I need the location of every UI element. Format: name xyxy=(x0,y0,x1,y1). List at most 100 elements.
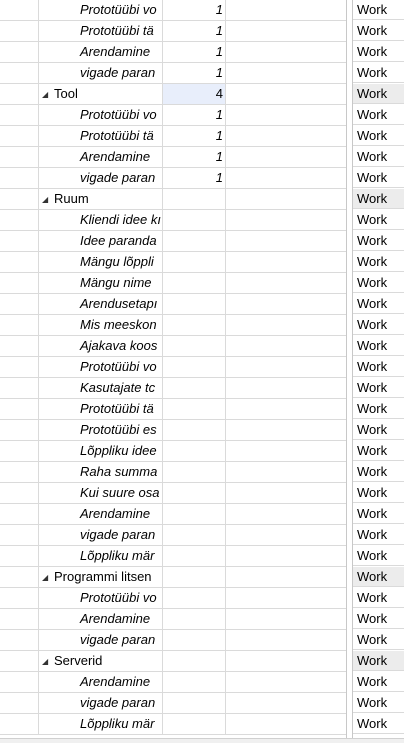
row-header-cell[interactable] xyxy=(0,273,39,294)
empty-cell[interactable] xyxy=(226,315,346,336)
name-cell[interactable]: ◢Tool xyxy=(39,84,163,105)
name-cell[interactable]: Lõppliku mär xyxy=(39,714,163,735)
row-header-cell[interactable] xyxy=(0,105,39,126)
name-cell[interactable]: Arendusetapı xyxy=(39,294,163,315)
empty-cell[interactable] xyxy=(226,693,346,714)
task-row[interactable]: Prototüübi tä xyxy=(0,399,346,420)
row-header-cell[interactable] xyxy=(0,210,39,231)
value-cell[interactable] xyxy=(163,252,226,273)
collapse-triangle-icon[interactable]: ◢ xyxy=(42,656,49,666)
collapse-triangle-icon[interactable]: ◢ xyxy=(42,194,49,204)
value-cell[interactable] xyxy=(163,189,226,210)
empty-cell[interactable] xyxy=(226,147,346,168)
name-cell[interactable]: vigade paran xyxy=(39,693,163,714)
row-header-cell[interactable] xyxy=(0,588,39,609)
name-cell[interactable]: Idee paranda xyxy=(39,231,163,252)
name-cell[interactable]: ◢Programmi litsen xyxy=(39,567,163,588)
value-cell[interactable]: 1 xyxy=(163,147,226,168)
value-cell[interactable] xyxy=(163,399,226,420)
horizontal-scrollbar[interactable] xyxy=(0,738,404,743)
name-cell[interactable]: vigade paran xyxy=(39,63,163,84)
task-row[interactable]: Lõppliku idee xyxy=(0,441,346,462)
value-cell[interactable] xyxy=(163,651,226,672)
value-cell[interactable] xyxy=(163,210,226,231)
name-cell[interactable]: Arendamine xyxy=(39,672,163,693)
empty-cell[interactable] xyxy=(226,567,346,588)
empty-cell[interactable] xyxy=(226,126,346,147)
group-row[interactable]: ◢Programmi litsen xyxy=(0,567,346,588)
row-header-cell[interactable] xyxy=(0,0,39,21)
task-row[interactable]: Raha summa xyxy=(0,462,346,483)
empty-cell[interactable] xyxy=(226,336,346,357)
empty-cell[interactable] xyxy=(226,357,346,378)
name-cell[interactable]: Mis meeskon xyxy=(39,315,163,336)
value-cell[interactable]: 1 xyxy=(163,126,226,147)
row-header-cell[interactable] xyxy=(0,630,39,651)
value-cell[interactable] xyxy=(163,693,226,714)
task-row[interactable]: Ajakava koos xyxy=(0,336,346,357)
name-cell[interactable]: Mängu nime xyxy=(39,273,163,294)
value-cell[interactable] xyxy=(163,609,226,630)
row-header-cell[interactable] xyxy=(0,189,39,210)
empty-cell[interactable] xyxy=(226,84,346,105)
value-cell[interactable] xyxy=(163,294,226,315)
empty-cell[interactable] xyxy=(226,63,346,84)
task-row[interactable]: Kliendi idee kı xyxy=(0,210,346,231)
name-cell[interactable]: vigade paran xyxy=(39,630,163,651)
empty-cell[interactable] xyxy=(226,189,346,210)
value-cell[interactable]: 1 xyxy=(163,168,226,189)
row-header-cell[interactable] xyxy=(0,462,39,483)
empty-cell[interactable] xyxy=(226,21,346,42)
value-cell[interactable]: 1 xyxy=(163,105,226,126)
task-row[interactable]: Mis meeskon xyxy=(0,315,346,336)
name-cell[interactable]: Arendamine xyxy=(39,147,163,168)
name-cell[interactable]: Prototüübi es xyxy=(39,420,163,441)
empty-cell[interactable] xyxy=(226,441,346,462)
row-header-cell[interactable] xyxy=(0,420,39,441)
value-cell[interactable] xyxy=(163,441,226,462)
row-header-cell[interactable] xyxy=(0,609,39,630)
empty-cell[interactable] xyxy=(226,252,346,273)
row-header-cell[interactable] xyxy=(0,693,39,714)
value-cell[interactable] xyxy=(163,357,226,378)
row-header-cell[interactable] xyxy=(0,336,39,357)
name-cell[interactable]: Prototüübi tä xyxy=(39,126,163,147)
name-cell[interactable]: vigade paran xyxy=(39,525,163,546)
row-header-cell[interactable] xyxy=(0,168,39,189)
name-cell[interactable]: Kasutajate tc xyxy=(39,378,163,399)
name-cell[interactable]: Mängu lõppli xyxy=(39,252,163,273)
task-row[interactable]: Idee paranda xyxy=(0,231,346,252)
task-row[interactable]: Prototüübi vo xyxy=(0,357,346,378)
value-cell[interactable] xyxy=(163,273,226,294)
value-cell[interactable]: 1 xyxy=(163,21,226,42)
task-row[interactable]: Mängu lõppli xyxy=(0,252,346,273)
row-header-cell[interactable] xyxy=(0,399,39,420)
empty-cell[interactable] xyxy=(226,210,346,231)
row-header-cell[interactable] xyxy=(0,483,39,504)
value-cell[interactable] xyxy=(163,378,226,399)
empty-cell[interactable] xyxy=(226,714,346,735)
value-cell[interactable] xyxy=(163,483,226,504)
name-cell[interactable]: Arendamine xyxy=(39,504,163,525)
group-row[interactable]: ◢Serverid xyxy=(0,651,346,672)
task-row[interactable]: vigade paran xyxy=(0,630,346,651)
group-row[interactable]: ◢Ruum xyxy=(0,189,346,210)
task-row[interactable]: Kasutajate tc xyxy=(0,378,346,399)
value-cell[interactable]: 1 xyxy=(163,63,226,84)
name-cell[interactable]: Arendamine xyxy=(39,42,163,63)
task-row[interactable]: Arendamine xyxy=(0,672,346,693)
task-row[interactable]: Arendusetapı xyxy=(0,294,346,315)
empty-cell[interactable] xyxy=(226,483,346,504)
name-cell[interactable]: Kliendi idee kı xyxy=(39,210,163,231)
empty-cell[interactable] xyxy=(226,525,346,546)
task-row[interactable]: vigade paran xyxy=(0,693,346,714)
name-cell[interactable]: Prototüübi tä xyxy=(39,399,163,420)
name-cell[interactable]: Lõppliku mär xyxy=(39,546,163,567)
task-row[interactable]: Lõppliku mär xyxy=(0,714,346,735)
row-header-cell[interactable] xyxy=(0,546,39,567)
